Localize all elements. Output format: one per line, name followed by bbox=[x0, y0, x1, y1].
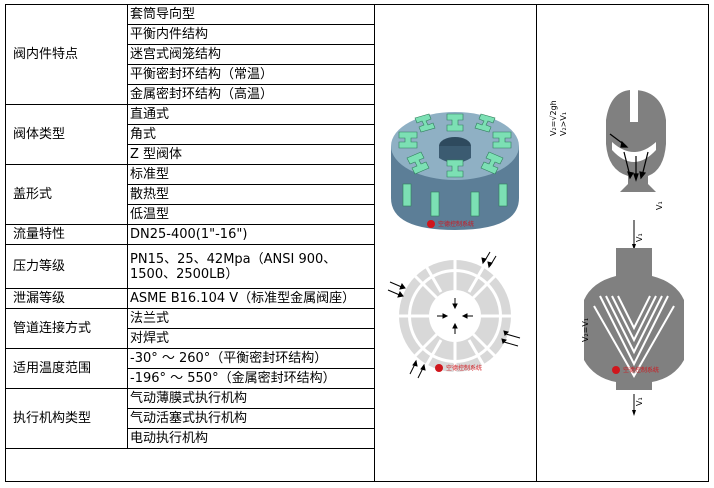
table-row: 执行机构类型气动薄膜式执行机构 bbox=[5, 388, 375, 449]
spec-category-cell: 适用温度范围 bbox=[5, 348, 128, 389]
spec-value-cell: 角式 bbox=[127, 124, 375, 145]
outlet-arrow-head bbox=[632, 410, 636, 416]
spec-value-cell: 气动薄膜式执行机构 bbox=[127, 388, 375, 409]
spec-value-cell: ASME B16.104 Ⅴ（标准型金属阀座） bbox=[127, 288, 375, 309]
spec-category-cell: 流量特性 bbox=[5, 224, 128, 245]
flow-velocity-diagram: V₂=√2gh V₂>V₁ V₁ V₁ V₂=V₁ V₁ 空德控制系统 bbox=[549, 60, 684, 416]
spec-value-cell: DN25-400(1"-16") bbox=[127, 224, 375, 245]
spec-value-cell: 标准型 bbox=[127, 164, 375, 185]
velocity-label-mid1: V₁ bbox=[635, 233, 644, 242]
spec-value-cell: -30° ～ 260°（平衡密封环结构） bbox=[127, 348, 375, 369]
svg-text:空德控制系统: 空德控制系统 bbox=[446, 364, 482, 372]
flow-arrows bbox=[387, 251, 521, 379]
table-row: Z 型阀体 bbox=[6, 144, 375, 165]
spec-value-cell: 散热型 bbox=[127, 184, 375, 205]
spec-category-cell: 管道连接方式 bbox=[5, 308, 128, 349]
spec-category-cell: 阀体类型 bbox=[5, 104, 128, 165]
labyrinth-stage-lines bbox=[593, 295, 675, 379]
spec-value-cell: PN15、25、42Mpa（ANSI 900、1500、2500LB） bbox=[127, 244, 375, 289]
svg-text:空德控制系统: 空德控制系统 bbox=[623, 366, 659, 374]
cage-side-slots bbox=[402, 183, 508, 217]
cage-labyrinth-slots bbox=[398, 113, 512, 178]
spec-value-cell: Z 型阀体 bbox=[127, 144, 375, 165]
spec-value-cell: 金属密封环结构（高温） bbox=[127, 84, 375, 105]
cage-logo: 空德控制系统 bbox=[427, 220, 474, 228]
table-row: 迷宫式阀笼结构 bbox=[6, 44, 375, 65]
table-row: 低温型 bbox=[6, 204, 375, 225]
spec-value-cell: 平衡密封环结构（常温） bbox=[127, 64, 375, 85]
inlet-arrow-head bbox=[632, 244, 636, 250]
spec-value-cell: 低温型 bbox=[127, 204, 375, 225]
svg-text:空德控制系统: 空德控制系统 bbox=[438, 220, 474, 228]
spec-value-cell: 迷宫式阀笼结构 bbox=[127, 44, 375, 65]
flow-arrows-top bbox=[609, 133, 649, 182]
spec-value-cell: 法兰式 bbox=[127, 308, 375, 329]
diagram-logo: 空德控制系统 bbox=[612, 366, 659, 374]
table-row: 阀体类型直通式 bbox=[5, 104, 375, 165]
table-row: 阀内件特点套筒导向型 bbox=[5, 4, 375, 105]
velocity-formula-label: V₂=√2gh bbox=[549, 100, 558, 136]
disc-logo: 空德控制系统 bbox=[435, 364, 482, 372]
table-row: 管道连接方式法兰式 bbox=[5, 308, 375, 349]
table-row: 电动执行机构 bbox=[6, 428, 375, 449]
spec-category-cell: 阀内件特点 bbox=[5, 4, 128, 105]
spec-category-cell: 执行机构类型 bbox=[5, 388, 128, 449]
valve-plug bbox=[612, 142, 656, 162]
table-row: 适用温度范围-30° ～ 260°（平衡密封环结构） bbox=[5, 348, 375, 389]
spec-value-cell: 直通式 bbox=[127, 104, 375, 125]
spec-category-cell: 泄漏等级 bbox=[5, 288, 128, 309]
table-row: 平衡密封环结构（常温） bbox=[6, 64, 375, 85]
spec-value-cell: 电动执行机构 bbox=[127, 428, 375, 449]
spec-category-cell: 压力等级 bbox=[5, 244, 128, 289]
table-row: -196° ～ 550°（金属密封环结构） bbox=[6, 368, 375, 389]
spec-value-cell: 对焊式 bbox=[127, 328, 375, 349]
labyrinth-disc-plan-image: 空德控制系统 bbox=[387, 251, 521, 379]
column-divider-2 bbox=[536, 4, 537, 482]
spec-value-cell: 套筒导向型 bbox=[127, 4, 375, 25]
valve-stem bbox=[630, 60, 638, 122]
velocity-compare-label-top: V₂>V₁ bbox=[559, 112, 568, 136]
valve-body-top bbox=[606, 60, 666, 192]
velocity-label-bottom: V₁ bbox=[635, 397, 644, 406]
velocity-compare-label-bottom: V₂=V₁ bbox=[581, 318, 590, 342]
labyrinth-cage-3d-image: 空德控制系统 bbox=[391, 112, 519, 230]
spec-value-cell: 平衡内件结构 bbox=[127, 24, 375, 45]
column-divider-1 bbox=[374, 4, 375, 482]
table-row: 盖形式标准型 bbox=[5, 164, 375, 225]
spec-value-cell: -196° ～ 550°（金属密封环结构） bbox=[127, 368, 375, 389]
disc-center bbox=[429, 290, 481, 342]
spec-category-cell: 盖形式 bbox=[5, 164, 128, 225]
disc-radial-channels bbox=[399, 260, 511, 372]
multistage-labyrinth-body bbox=[584, 248, 684, 390]
velocity-label-top: V₁ bbox=[655, 201, 664, 210]
spec-table: 阀内件特点套筒导向型平衡内件结构迷宫式阀笼结构平衡密封环结构（常温）金属密封环结… bbox=[5, 4, 375, 449]
spec-value-cell: 气动活塞式执行机构 bbox=[127, 408, 375, 429]
